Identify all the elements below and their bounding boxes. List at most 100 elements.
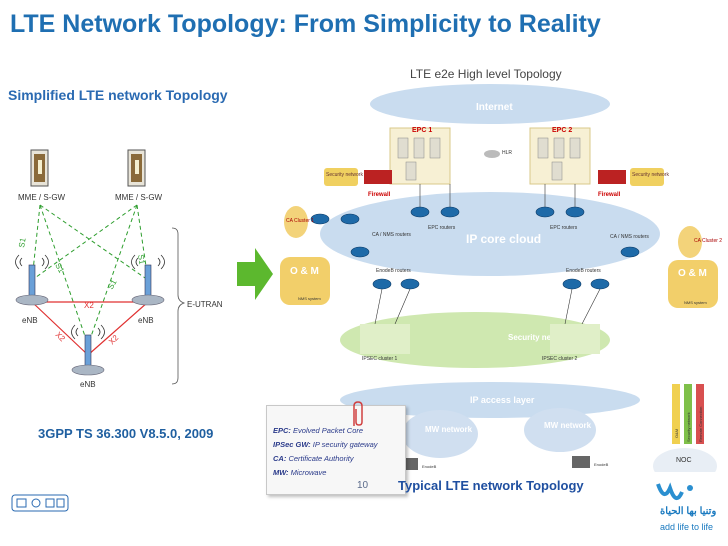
enodeb-left-label: EnodeB (422, 464, 437, 469)
s1-link (87, 204, 138, 346)
server-icon (405, 161, 417, 181)
ca-cluster1-label: CA Cluster 1 (286, 218, 314, 224)
s1-label: S1 (136, 254, 147, 266)
mme-left-label: MME / S-GW (18, 193, 66, 202)
s1-label: S1 (53, 262, 66, 275)
ipsec1-label: IPSEC cluster 1 (362, 356, 398, 362)
simplified-topology-diagram: MME / S-GW MME / S-GW S1 S1 S1 S1 X2 X2 … (15, 149, 223, 389)
mw-left-label: MW network (425, 425, 473, 434)
router-icon (535, 206, 555, 218)
logo-mark-icon (656, 482, 693, 500)
firewall-left-label: Firewall (368, 192, 391, 198)
eutran-bracket (171, 227, 186, 385)
router-icon (590, 278, 610, 290)
x2-label: X2 (84, 301, 94, 310)
epc1-label: EPC 1 (412, 127, 432, 134)
noc-om-bar (672, 384, 680, 444)
legend-item: EPC: Evolved Packet Core (273, 426, 364, 435)
router-icon (340, 213, 360, 225)
typical-topology-diagram: LTE e2e High level Topology Internet IP … (280, 67, 722, 472)
router-icon (350, 246, 370, 258)
internet-label: Internet (476, 102, 513, 113)
noc-label: NOC (676, 457, 692, 464)
eutran-label: E-UTRAN (187, 300, 223, 309)
ca-cluster2-label: CA Cluster 2 (694, 238, 722, 244)
enodeb-right-icon (572, 456, 590, 468)
server-icon (551, 161, 563, 181)
router-icon (372, 278, 392, 290)
s1-label: S1 (17, 237, 28, 249)
legend-item: IPSec GW: IP security gateway (273, 440, 378, 449)
security-network-label: Security network (508, 333, 573, 342)
security-left-label: Security network (326, 172, 363, 178)
router-icon (310, 213, 330, 225)
phone-icon (31, 498, 41, 508)
noc-security-bar (684, 384, 692, 444)
router-icon (410, 206, 430, 218)
mobile-icon (56, 498, 65, 508)
om-right-label: O & M (678, 268, 707, 279)
ip-access-label: IP access layer (470, 395, 535, 405)
noc-bar-label: O&M (674, 429, 679, 438)
s1-link (31, 204, 41, 281)
x2-label: X2 (107, 333, 121, 347)
mme-server-right-icon (127, 149, 146, 187)
firewall-left-icon (364, 170, 392, 184)
logo-english: add life to life (660, 522, 714, 532)
s1-link (31, 204, 138, 281)
slide-title: LTE Network Topology: From Simplicity to… (10, 10, 601, 38)
enb-right-label: eNB (138, 316, 154, 325)
simplified-topology-title: Simplified LTE network Topology (8, 87, 228, 103)
epc-routers-right-label: EPC routers (550, 225, 578, 231)
noc-bar-label: Remote Connection (698, 407, 703, 442)
brand-logo: وتنيا بها الحياة add life to life (652, 478, 722, 538)
s1-label: S1 (106, 278, 119, 291)
mme-server-left-icon (30, 149, 49, 187)
server-icon (397, 137, 409, 159)
enodeb-right-label: EnodeB (594, 462, 609, 467)
hlr-icon (484, 150, 500, 158)
topology-header: LTE e2e High level Topology (410, 67, 562, 81)
ca-cluster2 (678, 226, 702, 258)
noc-cloud (653, 448, 717, 472)
mme-right-label: MME / S-GW (115, 193, 163, 202)
ipsec2-label: IPSEC cluster 2 (542, 356, 578, 362)
mw-right-label: MW network (544, 421, 592, 430)
firewall-right-icon (598, 170, 626, 184)
server-icon (553, 137, 565, 159)
om-right-box (668, 260, 718, 308)
legend-note: EPC: Evolved Packet Core IPSec GW: IP se… (266, 405, 406, 495)
router-icon (440, 206, 460, 218)
security-right-label: Security network (632, 172, 669, 178)
fax-icon (45, 498, 55, 508)
slide-number: 10 (357, 480, 369, 491)
green-arrow-icon (237, 248, 273, 300)
enodeb-routers-left-label: EnodeB routers (376, 268, 411, 274)
computer-icon (16, 498, 27, 508)
mw-right-cloud (524, 408, 596, 452)
enb-bottom-label: eNB (80, 380, 96, 389)
router-icon (620, 246, 640, 258)
footer-icons (11, 494, 69, 512)
ca-nms-left-label: CA / NMS routers (372, 232, 411, 238)
enb-left-icon (15, 254, 49, 306)
security-network-right (630, 168, 664, 186)
noc-remote-bar (696, 384, 704, 444)
epc-routers-left-label: EPC routers (428, 225, 456, 231)
noc-bar-label: Security network (686, 412, 691, 442)
internet-cloud (370, 84, 610, 124)
router-icon (400, 278, 420, 290)
ipsec-cluster1 (360, 324, 410, 354)
enodeb-routers-right-label: EnodeB routers (566, 268, 601, 274)
paperclip-icon (353, 401, 363, 426)
ca-nms-right-label: CA / NMS routers (610, 234, 649, 240)
s1-link (39, 204, 149, 281)
x2-label: X2 (54, 330, 68, 344)
link (564, 288, 573, 325)
link (374, 288, 383, 325)
nms-left-label: NMS system (298, 296, 321, 301)
ca-cluster1 (284, 206, 308, 238)
security-network-left (324, 168, 358, 186)
om-left-label: O & M (290, 266, 319, 277)
typical-topology-caption: Typical LTE network Topology (398, 478, 584, 493)
